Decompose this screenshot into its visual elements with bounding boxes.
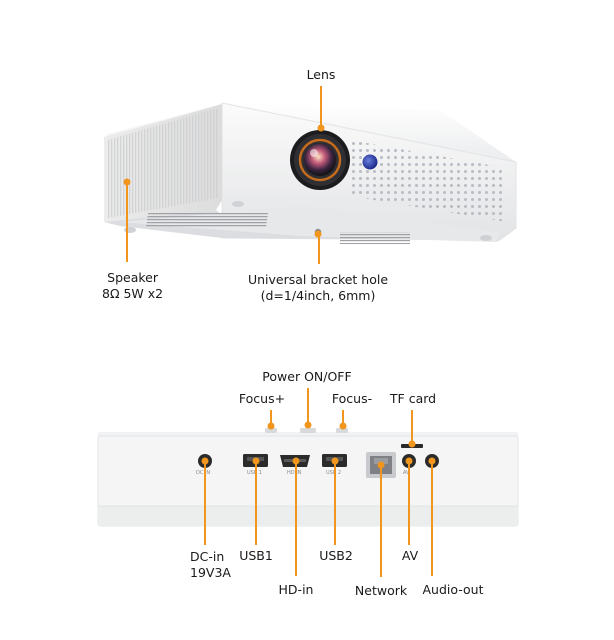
hd-in-print: HD IN	[287, 470, 302, 476]
audio-callout-dot	[428, 457, 436, 465]
focus-plus-label: Focus+	[238, 391, 286, 406]
lens-callout-dot	[317, 124, 325, 132]
focus-plus-callout-dot	[267, 422, 275, 430]
tf-callout-line	[411, 410, 413, 444]
usb1-callout-line	[255, 461, 257, 545]
lens-glass	[304, 144, 336, 176]
audio-callout-line	[431, 461, 433, 576]
usb2-label: USB2	[319, 548, 353, 563]
speaker-label: Speaker 8Ω 5W x2	[102, 270, 163, 302]
network-label: Network	[354, 583, 408, 598]
dc-in-print: DC IN	[196, 470, 211, 476]
tf-card-label: TF card	[389, 391, 437, 406]
dc-callout-dot	[201, 457, 209, 465]
power-callout-line	[307, 388, 309, 424]
focus-minus-callout-dot	[339, 422, 347, 430]
speaker-label-line1: Speaker	[107, 270, 158, 285]
lens-callout-line	[320, 86, 322, 128]
lens-label: Lens	[306, 67, 336, 82]
speaker-label-line2: 8Ω 5W x2	[102, 286, 164, 301]
tf-callout-dot	[408, 440, 416, 448]
power-label: Power ON/OFF	[262, 369, 352, 384]
usb1-callout-dot	[252, 457, 260, 465]
av-callout-dot	[405, 457, 413, 465]
focus-plus-callout-line	[270, 410, 272, 425]
hd-callout-line	[295, 461, 297, 576]
bracket-label-line2: (d=1/4inch, 6mm)	[260, 288, 376, 303]
hd-callout-dot	[292, 457, 300, 465]
network-callout-dot	[377, 461, 385, 469]
hd-in-label: HD-in	[278, 582, 314, 597]
usb2-callout-dot	[331, 457, 339, 465]
network-callout-line	[380, 465, 382, 577]
power-callout-dot	[304, 421, 312, 429]
av-label: AV	[401, 548, 419, 563]
usb2-print: USB 2	[326, 470, 342, 476]
bracket-label-line1: Universal bracket hole	[247, 272, 389, 287]
dc-in-label-line1: DC-in	[190, 549, 225, 564]
usb2-callout-line	[334, 461, 336, 545]
audio-out-label: Audio-out	[422, 582, 484, 597]
focus-minus-callout-line	[342, 410, 344, 425]
av-print: AV	[403, 470, 410, 476]
focus-minus-label: Focus-	[331, 391, 373, 406]
bracket-callout-dot	[314, 230, 322, 238]
dc-in-label: DC-in 19V3A	[190, 549, 231, 581]
ir-sensor	[362, 154, 378, 170]
dc-callout-line	[204, 461, 206, 545]
bracket-label: Universal bracket hole (d=1/4inch, 6mm)	[248, 272, 388, 304]
usb1-print: USB 1	[247, 470, 263, 476]
dc-in-label-line2: 19V3A	[190, 565, 231, 580]
bracket-callout-line	[318, 234, 320, 264]
speaker-callout-dot	[123, 178, 131, 186]
usb1-label: USB1	[239, 548, 273, 563]
speaker-callout-line	[126, 182, 128, 262]
av-callout-line	[408, 461, 410, 545]
